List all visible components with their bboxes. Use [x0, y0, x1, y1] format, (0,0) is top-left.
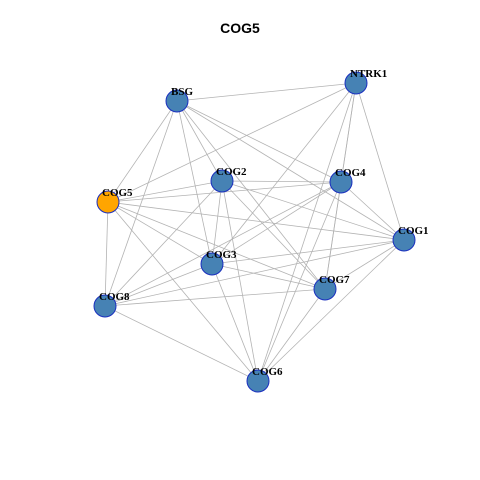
edge-ntrk1-cog1 [355, 82, 405, 241]
edge-cog4-cog1 [340, 181, 405, 241]
node-label-cog5: COG5 [102, 187, 133, 199]
edge-bsg-cog5 [107, 100, 178, 203]
edge-ntrk1-cog5 [107, 82, 357, 203]
edge-cog5-cog1 [107, 201, 405, 241]
edge-ntrk1-cog6 [257, 82, 357, 382]
edge-cog2-cog6 [221, 180, 259, 382]
edge-cog1-cog6 [257, 239, 405, 382]
node-cog8 [93, 294, 117, 318]
edge-cog8-cog6 [104, 305, 259, 382]
edge-cog7-cog8 [104, 288, 326, 307]
node-cog2 [210, 169, 234, 193]
node-cog5 [96, 190, 120, 214]
node-label-cog7: COG7 [319, 274, 350, 286]
edge-cog4-cog3 [211, 181, 342, 265]
edge-cog5-cog8 [104, 201, 109, 307]
edge-cog4-cog7 [324, 181, 342, 290]
edge-ntrk1-cog3 [211, 82, 357, 265]
edge-cog3-cog7 [211, 263, 326, 290]
node-cog7 [313, 277, 337, 301]
node-cog4 [329, 170, 353, 194]
edge-cog2-cog1 [221, 180, 405, 241]
edge-cog5-cog6 [107, 201, 259, 382]
node-bsg [165, 89, 189, 113]
node-label-cog1: COG1 [398, 225, 429, 237]
figure-title: COG5 [220, 20, 260, 36]
node-label-cog8: COG8 [99, 291, 130, 303]
edges-layer [104, 82, 405, 382]
edge-cog5-cog3 [107, 201, 213, 265]
nodes-layer [93, 71, 416, 393]
edge-bsg-cog8 [104, 100, 178, 307]
edge-cog1-cog7 [324, 239, 405, 290]
edge-cog2-cog7 [221, 180, 326, 290]
edge-cog3-cog6 [211, 263, 259, 382]
node-label-ntrk1: NTRK1 [350, 68, 387, 80]
node-cog3 [200, 252, 224, 276]
edge-cog1-cog3 [211, 239, 405, 265]
edge-bsg-cog2 [176, 100, 223, 182]
node-label-bsg: BSG [171, 86, 193, 98]
edge-cog2-cog3 [211, 180, 223, 265]
edge-cog2-cog5 [107, 180, 223, 203]
edge-bsg-cog4 [176, 100, 342, 183]
edge-bsg-cog1 [176, 100, 405, 241]
node-ntrk1 [344, 71, 368, 95]
edge-cog7-cog6 [257, 288, 326, 382]
edge-cog4-cog6 [257, 181, 342, 382]
edge-cog2-cog4 [221, 180, 342, 183]
node-cog1 [392, 228, 416, 252]
edge-cog3-cog8 [104, 263, 213, 307]
edge-bsg-cog7 [176, 100, 326, 290]
node-cog6 [246, 369, 270, 393]
edge-cog5-cog7 [107, 201, 326, 290]
node-label-cog6: COG6 [252, 366, 283, 378]
edge-bsg-cog3 [176, 100, 213, 265]
node-label-cog3: COG3 [206, 249, 237, 261]
node-label-cog2: COG2 [216, 166, 247, 178]
edge-cog2-cog8 [104, 180, 223, 307]
node-label-cog4: COG4 [335, 167, 366, 179]
edge-ntrk1-bsg [176, 82, 357, 102]
edge-cog4-cog8 [104, 181, 342, 307]
